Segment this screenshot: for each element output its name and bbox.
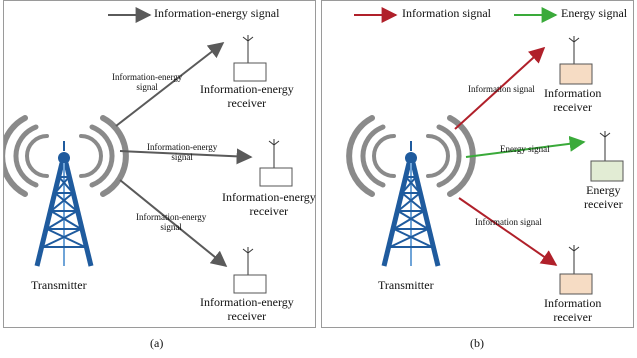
caption-b: (b) bbox=[470, 336, 484, 350]
transmitter-tower-icon bbox=[34, 141, 94, 267]
energy-link-label: Energy signal bbox=[500, 144, 550, 154]
legend-label-info: Information signal bbox=[402, 6, 491, 20]
transmitter-tower-icon bbox=[381, 141, 441, 267]
transmitter-label: Transmitter bbox=[378, 278, 434, 292]
info-link-label-2: Information signal bbox=[475, 217, 542, 227]
caption-a: (a) bbox=[150, 336, 164, 350]
info-link-arrow-2 bbox=[458, 197, 558, 266]
info-link-label-1: Information signal bbox=[468, 84, 535, 94]
panel-b: Information signal Energy signal Informa… bbox=[321, 0, 634, 328]
receiver-3-icon bbox=[233, 247, 267, 294]
link-arrow-2 bbox=[119, 148, 253, 165]
signal-waves-icon bbox=[4, 115, 129, 197]
receiver-1-icon bbox=[233, 35, 267, 82]
info-link-arrow-1 bbox=[454, 46, 546, 130]
receiver-2-icon bbox=[259, 139, 293, 187]
energy-link-arrow bbox=[465, 135, 586, 158]
info-receiver-2-icon bbox=[559, 245, 593, 295]
transmitter-label: Transmitter bbox=[31, 278, 87, 292]
legend-label-energy: Energy signal bbox=[561, 6, 628, 20]
panel-b-graphics bbox=[346, 7, 624, 295]
link-arrow-1 bbox=[115, 42, 225, 127]
panel-a-graphics bbox=[4, 7, 293, 294]
panel-a: Information-energy signal Information-en… bbox=[3, 0, 316, 328]
legend-label-info-energy: Information-energy signal bbox=[154, 6, 280, 20]
link-arrow-3 bbox=[119, 179, 228, 268]
energy-receiver-icon bbox=[590, 131, 624, 182]
info-receiver-1-icon bbox=[559, 36, 593, 85]
